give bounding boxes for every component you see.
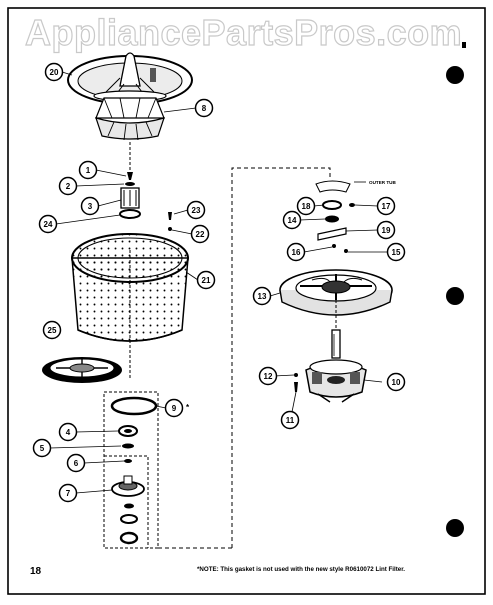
callout-18: 18 <box>302 202 311 211</box>
callout-4: 4 <box>66 428 71 437</box>
callout-16: 16 <box>292 248 301 257</box>
callout-24: 24 <box>44 220 53 229</box>
callout-9: 9 <box>172 404 177 413</box>
callout-5: 5 <box>40 444 45 453</box>
bracket-part <box>317 227 347 241</box>
footnote: *NOTE: This gasket is not used with the … <box>197 566 406 573</box>
drive-block-part <box>120 187 140 209</box>
lint-filter-part <box>42 357 122 383</box>
screw-part <box>168 212 172 220</box>
callout-2: 2 <box>66 182 71 191</box>
subassembly-box-inner <box>104 455 149 548</box>
washer-part <box>349 203 355 207</box>
seal-part <box>325 215 339 223</box>
screw-part <box>294 382 298 392</box>
watermark: AppliancePartsPros.com <box>24 11 463 53</box>
callout-circles <box>32 62 406 503</box>
binder-hole <box>446 66 464 84</box>
nut-part <box>322 200 342 210</box>
transmission-part <box>305 329 367 403</box>
pin-part <box>344 249 348 253</box>
callout-3: 3 <box>88 202 93 211</box>
pin-part <box>294 373 298 377</box>
binder-hole <box>446 287 464 305</box>
callout-20: 20 <box>50 68 59 77</box>
callout-13: 13 <box>258 292 267 301</box>
callout-14: 14 <box>288 216 297 225</box>
callout-10: 10 <box>392 378 401 387</box>
bearing-part <box>119 531 139 545</box>
callout-8: 8 <box>202 104 207 113</box>
callout-11: 11 <box>286 416 295 425</box>
binder-hole <box>446 519 464 537</box>
callout-22: 22 <box>196 230 205 239</box>
outer-tub-label: OUTER TUB <box>369 180 396 185</box>
scan-mark <box>462 42 466 48</box>
callout-7: 7 <box>66 489 71 498</box>
ring-part <box>124 459 132 463</box>
washer-part <box>122 443 134 449</box>
agitator-part <box>93 90 167 141</box>
connector-line <box>231 167 331 548</box>
callout-17: 17 <box>382 202 391 211</box>
callout-1: 1 <box>86 166 91 175</box>
page-number: 18 <box>30 566 42 577</box>
asterisk-mark: * <box>186 403 190 412</box>
callout-19: 19 <box>382 226 391 235</box>
callout-12: 12 <box>264 372 273 381</box>
bolt-part <box>127 172 133 180</box>
callout-25: 25 <box>48 326 57 335</box>
outer-tub-part <box>315 180 351 193</box>
washer-part <box>168 227 172 231</box>
agitator-cap-part <box>67 52 193 105</box>
callout-23: 23 <box>192 206 201 215</box>
seal-part <box>119 209 141 219</box>
callout-15: 15 <box>392 248 401 257</box>
subassembly-box <box>103 391 159 549</box>
leader-lines <box>49 71 388 494</box>
gasket-part <box>110 396 158 416</box>
callout-21: 21 <box>202 276 211 285</box>
washer-part <box>125 182 135 186</box>
seal-part <box>120 514 138 524</box>
washer-part <box>124 503 134 509</box>
pin-part <box>332 244 336 248</box>
pulley-part <box>279 269 393 316</box>
hub-part <box>111 475 145 497</box>
page-border <box>7 7 486 595</box>
callout-6: 6 <box>74 459 79 468</box>
bearing-part <box>118 425 138 437</box>
